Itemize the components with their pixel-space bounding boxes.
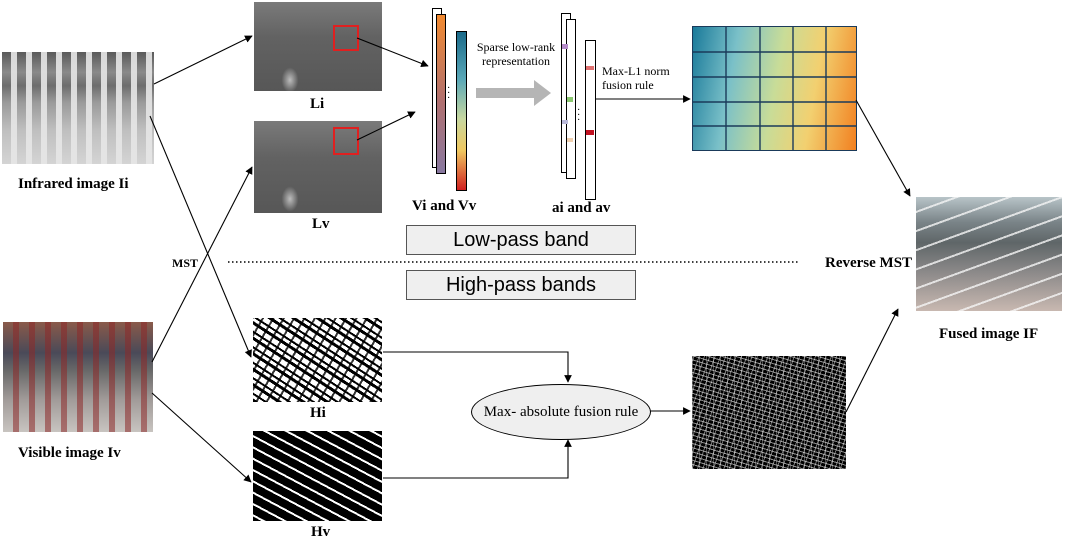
vectors-label: Vi and Vv (412, 198, 477, 214)
sparse-gray-arrow (476, 80, 551, 106)
max-absolute-fusion-text: Max- absolute fusion rule (483, 404, 639, 420)
high-pass-band-box: High-pass bands (406, 270, 636, 300)
infrared-image-label: Infrared image Ii (18, 176, 129, 192)
hv-to-fusion-connector (383, 439, 572, 479)
lv-patch-box (333, 127, 359, 155)
ai-coef-mark-3 (562, 120, 568, 124)
hi-label: Hi (310, 405, 326, 421)
iv-to-lv-arrow (151, 166, 253, 363)
grid-to-fused-arrow (855, 99, 911, 197)
av-vector (585, 40, 596, 200)
infrared-image (2, 52, 154, 164)
ai-coef-mark-4 (567, 138, 573, 142)
max-absolute-fusion-node: Max- absolute fusion rule (471, 384, 651, 440)
highpass-to-fused-arrow (845, 308, 899, 413)
hi-image (253, 318, 382, 402)
fused-highpass-image (692, 356, 846, 469)
ai-coef-mark-1 (562, 44, 568, 49)
li-image (254, 2, 382, 91)
ii-to-li-arrow (153, 35, 253, 85)
coef-dots: ··· (577, 105, 581, 126)
li-label: Li (310, 96, 325, 112)
visible-image-label: Visible image Iv (18, 445, 121, 461)
sparse-representation-text: Sparse low-rank representation (476, 40, 556, 68)
fused-image-label: Fused image IF (939, 326, 1039, 342)
li-patch-arrow (356, 37, 429, 68)
av-coef-mark-2 (586, 130, 594, 135)
vector-dots: ··· (447, 83, 451, 104)
vv-vector (456, 31, 467, 191)
max-l1-fusion-rule-text: Max-L1 norm fusion rule (602, 64, 670, 92)
coeffs-label: ai and av (552, 200, 611, 216)
hv-image (253, 431, 382, 521)
ai-coef-mark-2 (567, 97, 573, 102)
vi-vector-front (436, 14, 446, 174)
iv-to-hv-arrow (151, 392, 252, 483)
lv-image (254, 121, 382, 213)
visible-image (3, 322, 153, 432)
lv-label: Lv (312, 216, 330, 232)
ii-to-hi-arrow (149, 115, 252, 358)
av-coef-mark-1 (586, 66, 594, 70)
low-pass-band-box: Low-pass band (406, 225, 636, 255)
fused-coefficient-grid (692, 26, 857, 151)
hv-label: Hv (311, 524, 331, 540)
fused-image (916, 197, 1062, 311)
reverse-mst-label: Reverse MST (825, 255, 913, 271)
lv-patch-arrow (356, 111, 416, 141)
mst-label: MST (172, 256, 199, 270)
hi-to-fusion-connector (383, 351, 572, 383)
